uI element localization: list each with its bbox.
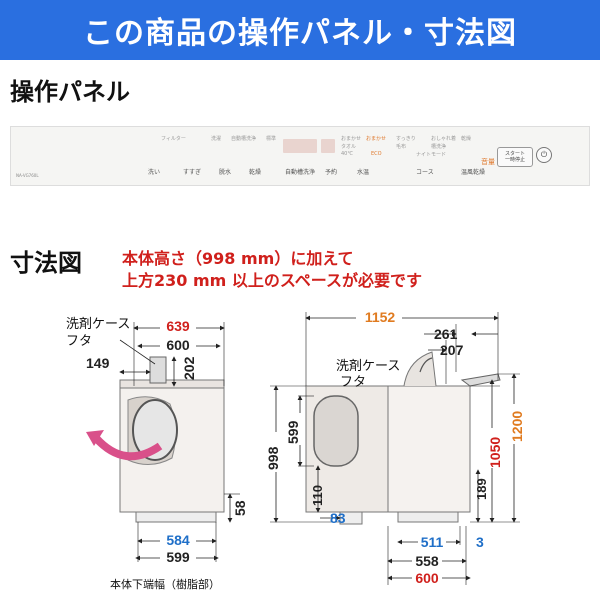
front-label-lid: フタ [66,333,92,348]
panel-button-rinse[interactable]: すすぎ [183,169,202,176]
dim-front-599: 599 [166,549,190,565]
dim-side-558: 558 [415,553,439,569]
height-notice-line2: 上方230 mm 以上のスペースが必要です [122,271,422,290]
dim-front-600: 600 [166,337,190,353]
led-label: 40℃ [341,151,353,157]
dim-front-639: 639 [166,318,190,334]
start-label: スタート [504,151,525,157]
led-label: タオル [341,144,357,150]
dim-side-207: 207 [440,342,464,358]
power-button[interactable]: ⏻ [536,147,552,163]
front-view: 洗剤ケース フタ 639 600 149 202 58 584 599 [66,316,248,565]
dim-side-998: 998 [265,446,281,470]
dim-side-261: 261 [434,326,458,342]
dim-front-202: 202 [181,356,197,380]
dim-side-3: 3 [476,534,484,550]
panel-button-warm-air[interactable]: 温風乾燥 [461,169,486,176]
panel-button-dry[interactable]: 乾燥 [249,169,262,176]
dim-front-584: 584 [166,532,190,548]
height-notice-line1: 本体高さ（998 mm）に加えて [122,249,354,268]
led-label: おまかせ [366,136,387,142]
side-lid-arrow [419,357,433,373]
power-icon: ⏻ [540,150,548,159]
panel-button-auto-clean[interactable]: 自動槽洗浄 [285,169,316,176]
front-top-lid [119,379,225,389]
side-detergent-case [460,373,501,387]
led-label: おしゃれ着 [431,136,457,142]
side-label-lid: フタ [340,374,366,389]
led-label: フィルター [161,136,186,142]
pause-label: 一時停止 [504,157,525,163]
panel-button-spin[interactable]: 脱水 [219,169,232,176]
dim-front-149: 149 [86,355,110,371]
led-label: 標準 [266,136,277,142]
door-swing-arrow [93,435,163,461]
side-door-glass [313,395,359,467]
led-label: ナイトモード [416,152,447,158]
front-base [135,511,217,523]
time-display [283,139,317,153]
dim-side-189: 189 [474,478,489,500]
led-label: すっきり [396,136,416,142]
led-label: 自動槽洗浄 [231,136,257,142]
dim-side-83: 83 [330,510,346,526]
led-label: 毛布 [396,144,407,150]
dimension-section-title: 寸法図 [10,249,82,277]
mode-display [321,139,335,153]
panel-button-course[interactable]: コース [416,169,434,176]
side-base-rear [397,511,459,523]
front-door-glass [132,399,178,461]
side-lid-open [403,351,437,387]
panel-button-volume[interactable]: 音量 [481,158,495,166]
dim-side-110: 110 [310,485,325,506]
panel-button-timer[interactable]: 予約 [325,169,338,176]
dim-side-600: 600 [415,570,439,586]
led-label: 槽洗浄 [431,144,447,150]
panel-section-title: 操作パネル [10,78,130,106]
panel-button-wash[interactable]: 洗い [148,169,161,176]
model-label: NA-VG760L [16,173,39,178]
door-swing-arrowhead [86,430,104,446]
led-label: 乾燥 [461,136,472,142]
side-body-rear [387,385,471,513]
dim-side-599: 599 [285,420,301,444]
dim-front-58: 58 [232,500,248,516]
led-label: ECO [371,151,382,157]
dim-side-1152: 1152 [365,309,396,325]
side-view: 1152 261 207 洗剤ケース フタ 998 599 110 83 [262,309,525,586]
dim-side-511: 511 [421,534,444,550]
start-pause-button[interactable]: スタート 一時停止 [497,147,533,167]
dim-side-1200: 1200 [509,411,525,442]
panel-button-water-temp[interactable]: 水温 [357,169,370,176]
front-label-detergent-case: 洗剤ケース [66,316,130,331]
front-footnote: 本体下端幅（樹脂部） [110,578,220,591]
led-label: 洗濯 [211,136,222,142]
led-label: おまかせ [341,136,362,142]
control-panel: NA-VG760L フィルター 洗濯 自動槽洗浄 標準 おまかせ おまかせ すっ… [10,126,590,186]
side-label-detergent-case: 洗剤ケース [336,358,400,373]
dim-side-1050: 1050 [487,437,503,468]
page-banner: この商品の操作パネル・寸法図 [0,0,600,60]
detergent-case [149,356,167,384]
